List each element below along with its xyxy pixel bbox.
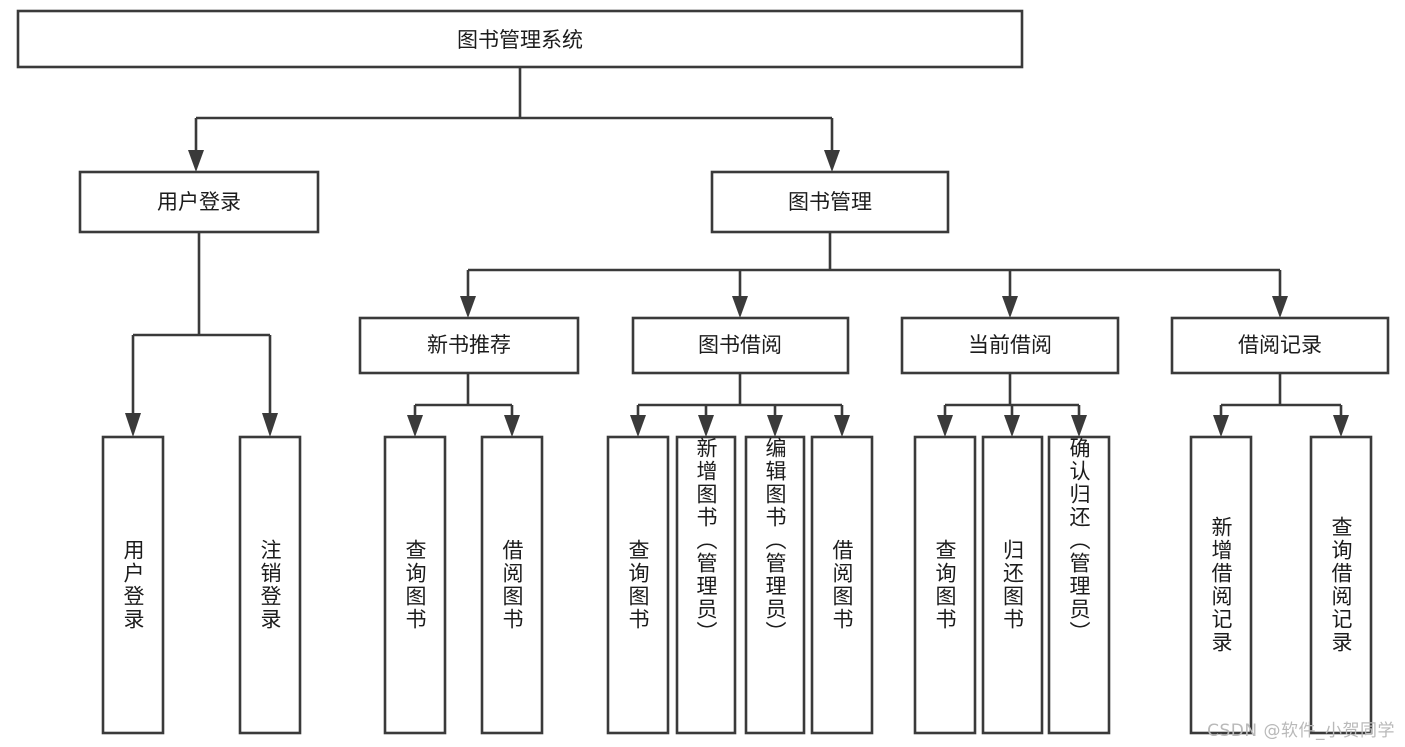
arrow-cb-confirm-return (1071, 415, 1087, 437)
csdn-watermark: CSDN @软件_小贺同学 (1207, 721, 1395, 741)
arrow-user-login (188, 150, 204, 172)
node-label-user-login: 用户登录 (157, 190, 241, 214)
arrow-cb-return-book (1004, 415, 1020, 437)
node-box-new-book-recommend[interactable] (358, 316, 580, 375)
node-box-book-management[interactable] (710, 170, 950, 234)
node-box-leaf-bb-query-book[interactable] (606, 435, 670, 735)
arrow-borrow-record (1272, 296, 1288, 318)
node-box-book-borrow[interactable] (631, 316, 850, 375)
arrow-cb-query-book (937, 415, 953, 437)
node-box-current-borrow[interactable] (900, 316, 1120, 375)
node-box-leaf-cb-return-book[interactable] (981, 435, 1044, 735)
arrow-current-borrow (1002, 296, 1018, 318)
node-box-leaf-cb-query-book[interactable] (913, 435, 977, 735)
connector-group-root-to-level2 (188, 67, 840, 172)
node-box-borrow-record[interactable] (1170, 316, 1390, 375)
arrow-nb-borrow-book (504, 415, 520, 437)
arrow-bb-add-book (698, 415, 714, 437)
node-box-root[interactable] (16, 9, 1024, 69)
arrow-bb-edit-book (767, 415, 783, 437)
node-box-leaf-br-add-record[interactable] (1189, 435, 1253, 735)
node-box-leaf-nb-query-book[interactable] (383, 435, 447, 735)
node-box-leaf-bb-add-book[interactable] (675, 435, 737, 735)
node-label-root: 图书管理系统 (457, 28, 583, 52)
arrow-bb-query-book (630, 415, 646, 437)
node-box-leaf-cb-confirm-return[interactable] (1047, 435, 1111, 735)
connector-group-userlogin-to-leaves (125, 232, 278, 437)
connector-group-newbook-to-leaves (407, 373, 520, 437)
arrow-br-add-record (1213, 415, 1229, 437)
node-label-borrow-record: 借阅记录 (1238, 333, 1322, 357)
connector-group-currentborrow-to-leaves (937, 373, 1087, 437)
node-box-leaf-nb-borrow-book[interactable] (480, 435, 544, 735)
arrow-bb-borrow-book (834, 415, 850, 437)
arrow-book-mgmt (824, 150, 840, 172)
node-label-new-book-recommend: 新书推荐 (427, 333, 511, 357)
arrow-leaf-logout (262, 413, 278, 437)
connector-group-borrowrecord-to-leaves (1213, 373, 1349, 437)
node-box-leaf-logout[interactable] (238, 435, 302, 735)
node-box-leaf-br-query-record[interactable] (1309, 435, 1373, 735)
arrow-borrow-book (732, 296, 748, 318)
arrow-new-book (460, 296, 476, 318)
connector-group-borrowbook-to-leaves (630, 373, 850, 437)
node-label-book-management: 图书管理 (788, 190, 872, 214)
arrow-nb-query-book (407, 415, 423, 437)
node-label-book-borrow: 图书借阅 (698, 333, 782, 357)
connector-group-bookmgmt-to-level3 (460, 232, 1288, 318)
arrow-br-query-record (1333, 415, 1349, 437)
node-box-leaf-user-login[interactable] (101, 435, 165, 735)
node-box-user-login[interactable] (78, 170, 320, 234)
node-label-current-borrow: 当前借阅 (968, 333, 1052, 357)
arrow-leaf-user-login (125, 413, 141, 437)
node-box-leaf-bb-edit-book[interactable] (744, 435, 806, 735)
node-box-leaf-bb-borrow-book[interactable] (810, 435, 874, 735)
